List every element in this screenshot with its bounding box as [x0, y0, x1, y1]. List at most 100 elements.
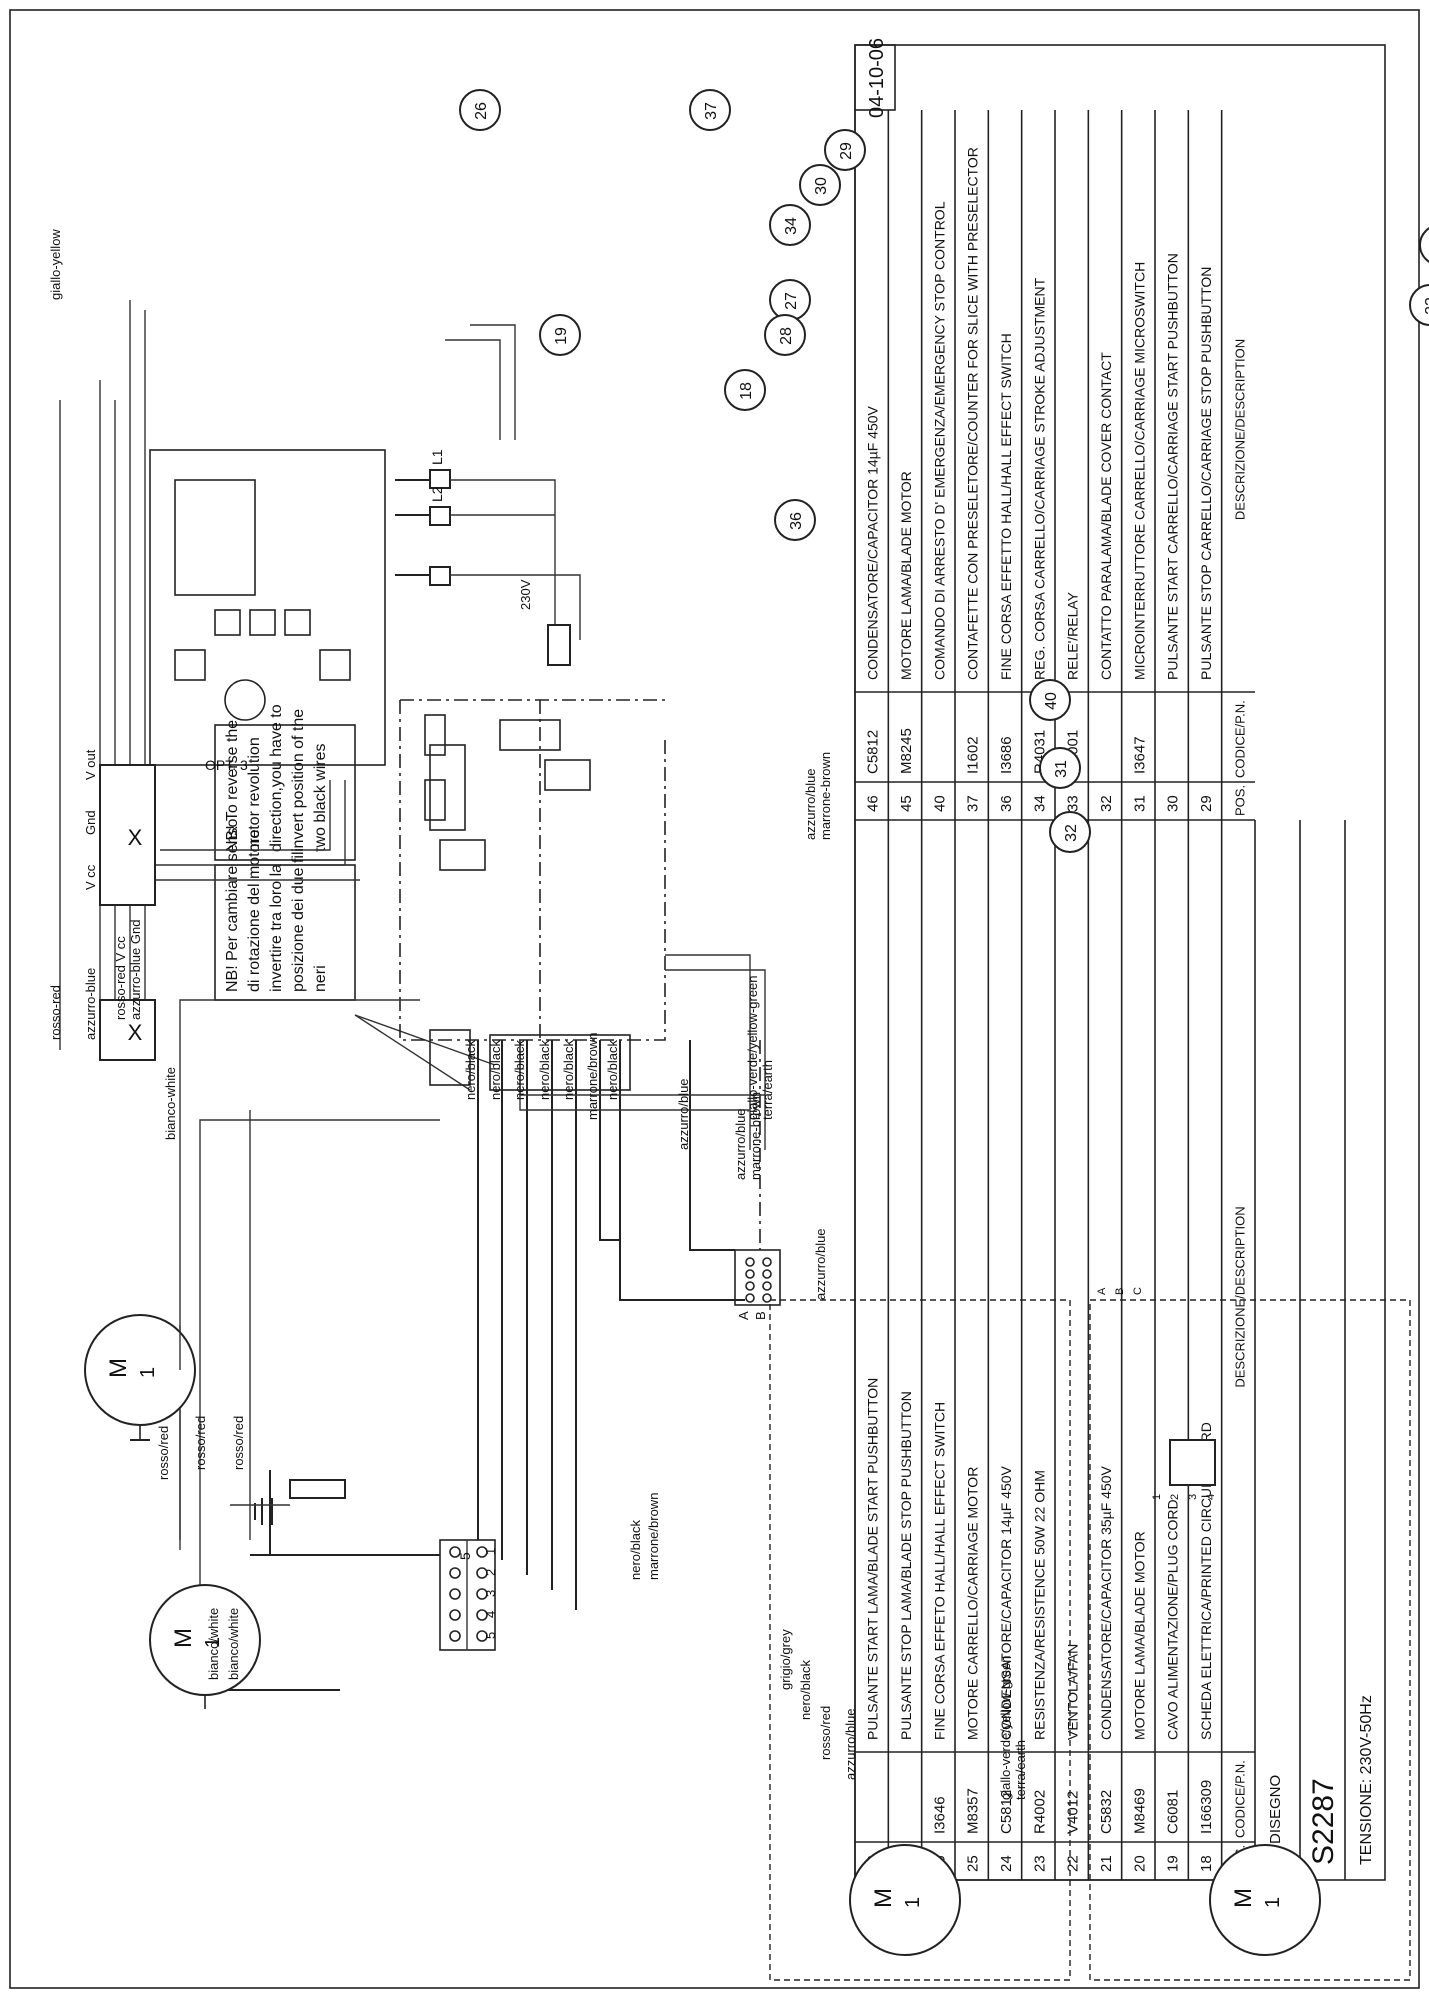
parts-left-description: MOTORE LAMA/BLADE MOTOR — [1131, 1531, 1147, 1740]
motor-phase-label: 1 — [902, 1897, 924, 1908]
wire-label: nero/black — [628, 1520, 643, 1580]
callout-label: 18 — [738, 382, 755, 400]
parts-left-description: MOTORE CARRELLO/CARRIAGE MOTOR — [965, 1467, 981, 1740]
sensor-x-label: X — [128, 825, 143, 850]
parts-right-pos: 32 — [1098, 795, 1115, 812]
parts-left-description: SCHEDA ELETTRICA/PRINTED CIRCUIT BOARD — [1198, 1422, 1214, 1740]
callout-23 — [1409, 284, 1429, 326]
parts-left-description: PULSANTE STOP LAMA/BLADE STOP PUSHBUTTON — [898, 1391, 914, 1740]
callout-34 — [769, 204, 811, 246]
terminal-abc-label: B — [1114, 1288, 1126, 1295]
parts-right-code: I3647 — [1131, 736, 1148, 774]
parts-left-header: DESCRIZIONE/DESCRIPTION — [1232, 1206, 1247, 1387]
parts-right-pos: 30 — [1165, 795, 1182, 812]
parts-right-pos: 37 — [965, 795, 982, 812]
terminal-screw — [449, 1567, 461, 1579]
note-en-line: invert position of the — [290, 709, 307, 852]
parts-left-code: I166309 — [1198, 1780, 1215, 1834]
parts-right-description: MOTORE LAMA/BLADE MOTOR — [898, 471, 914, 680]
parts-left-pos: 20 — [1131, 1855, 1148, 1872]
title-block: 04-10-06 28PULSANTE START LAMA/BLADE STA… — [854, 38, 1386, 1881]
callout-26 — [459, 89, 501, 131]
parts-left-pos: 19 — [1165, 1855, 1182, 1872]
note-boxes: NB! Per cambiare senso di rotazione del … — [214, 704, 356, 1001]
terminal-abc-label: C — [1132, 1287, 1144, 1295]
relay-33 — [1169, 1439, 1216, 1486]
note-en-line: motor revolution — [246, 737, 263, 852]
callout-label: 23 — [1423, 297, 1429, 315]
parts-left-code: C6081 — [1165, 1790, 1182, 1834]
terminal-screw — [449, 1630, 461, 1642]
parts-left-code: C5832 — [1098, 1790, 1115, 1834]
sensor-pin-label: V cc — [83, 864, 98, 890]
callout-32 — [1049, 811, 1091, 853]
supply-l2-label: L2 — [429, 486, 445, 502]
parts-right-header: POS. — [1232, 785, 1247, 816]
wire-label: nero/black — [463, 1040, 478, 1100]
note-it: NB! Per cambiare senso di rotazione del … — [224, 818, 329, 992]
motor-m-label: M — [105, 1358, 132, 1378]
parts-right-header: CODICE/P.N. — [1232, 700, 1247, 778]
callout-label: 19 — [553, 327, 570, 345]
callout-label: 31 — [1053, 760, 1070, 778]
drawing-number: S2287 — [1307, 1778, 1340, 1865]
callout-label: 26 — [473, 102, 490, 120]
resistor-23 — [289, 1479, 346, 1499]
panel-button-icon — [214, 609, 241, 636]
callout-label: 36 — [788, 512, 805, 530]
parts-right-code: M8245 — [898, 728, 915, 774]
wire-label: rosso/red — [193, 1416, 208, 1470]
wire-label: rosso/red — [156, 1426, 171, 1480]
pcb-18 — [399, 699, 666, 1091]
panel-button-icon — [284, 609, 311, 636]
terminal-b-label: B — [753, 1311, 768, 1320]
parts-left-description: VENTOLA/FAN — [1065, 1644, 1081, 1740]
motor-m-label: M — [870, 1888, 897, 1908]
terminal-label: 5 — [457, 1552, 473, 1560]
note-en-line: NB! To reverse the — [224, 720, 241, 852]
note-it-line: invertire tra loro la — [268, 864, 285, 992]
parts-table-left: 28PULSANTE START LAMA/BLADE START PUSHBU… — [854, 820, 1255, 1881]
callout-label: 28 — [778, 327, 795, 345]
terminal-screw — [476, 1567, 488, 1579]
parts-right-pos: 34 — [1031, 795, 1048, 812]
note-it-line: NB! Per cambiare senso — [224, 818, 241, 992]
motor-20 — [1209, 1844, 1321, 1956]
callout-36 — [774, 499, 816, 541]
callout-28 — [764, 314, 806, 356]
parts-left-header: CODICE/P.N. — [1232, 1760, 1247, 1838]
wire-label: azzurro/blue — [733, 1108, 748, 1180]
callout-18 — [724, 369, 766, 411]
terminal-a-label: A — [736, 1311, 751, 1320]
terminal-screw — [449, 1609, 461, 1621]
panel-button-icon — [249, 609, 276, 636]
counter-panel-37: OPT. 3 — [149, 449, 386, 773]
parts-left-description: CAVO ALIMENTAZIONE/PLUG CORD — [1165, 1499, 1181, 1740]
parts-right-pos: 45 — [898, 795, 915, 812]
callout-label: 40 — [1043, 692, 1060, 710]
parts-left-code: I3646 — [931, 1796, 948, 1834]
relay-pin-label: 4 — [1205, 1494, 1217, 1500]
wire-label: grigio/grey — [778, 1629, 793, 1690]
parts-right-description: MICROINTERRUTTORE CARRELLO/CARRIAGE MICR… — [1131, 262, 1147, 680]
parts-left-code: V4012 — [1065, 1791, 1082, 1834]
wire-label: rosso-red V cc — [113, 936, 128, 1020]
wire-label: nero/black — [512, 1040, 527, 1100]
parts-right-pos: 33 — [1065, 795, 1082, 812]
drawing-number-label: N° DISEGNO — [1267, 1775, 1284, 1865]
parts-left-description: PULSANTE START LAMA/BLADE START PUSHBUTT… — [865, 1378, 881, 1740]
motor-m-label: M — [170, 1628, 197, 1648]
parts-right-pos: 40 — [931, 795, 948, 812]
option-box-20 — [1089, 1299, 1411, 1981]
callout-31 — [1039, 747, 1081, 789]
parts-left-code: C5812 — [998, 1790, 1015, 1834]
terminal-screw — [476, 1630, 488, 1642]
parts-left-pos: 21 — [1098, 1855, 1115, 1872]
wire-label: azzurro/blue — [803, 768, 818, 840]
stop-button-29 — [174, 649, 206, 681]
parts-right-description: FINE CORSA EFFETTO HALL/HALL EFFECT SWIT… — [998, 333, 1014, 680]
wire-label: azzurro-blue Gnd — [128, 920, 143, 1020]
wire-label: giallo-verde/yellow-green — [745, 975, 760, 1120]
motor-phase-label: 1 — [1262, 1897, 1284, 1908]
